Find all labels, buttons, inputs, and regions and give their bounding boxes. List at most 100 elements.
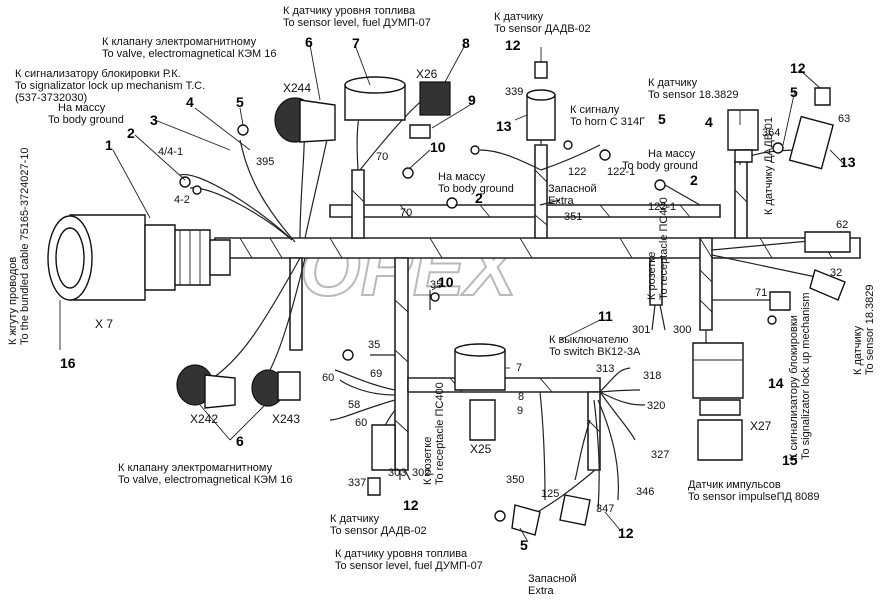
callout-5d: 5 bbox=[520, 537, 528, 553]
label-fuel-top-ru: К датчику уровня топлива bbox=[283, 5, 416, 17]
label-dadv-top-en: To sensor ДАДВ-02 bbox=[494, 23, 591, 35]
wire-395: 395 bbox=[256, 156, 274, 168]
label-ground1-en: To body ground bbox=[48, 114, 124, 126]
callout-10a: 10 bbox=[430, 139, 446, 155]
wire-4-4-1: 4/4-1 bbox=[158, 146, 183, 158]
label-s183829-right-ru: К датчику bbox=[852, 325, 864, 375]
label-ground3-en: To body ground bbox=[438, 183, 514, 195]
wire-327: 327 bbox=[651, 449, 669, 461]
wire-60b: 60 bbox=[355, 417, 367, 429]
wire-318: 318 bbox=[643, 370, 661, 382]
callout-4b: 4 bbox=[705, 114, 713, 130]
callout-1: 1 bbox=[105, 137, 113, 153]
label-spare1-ru: Запасной bbox=[548, 183, 597, 195]
wire-125: 125 bbox=[541, 488, 559, 500]
wire-300: 300 bbox=[673, 324, 691, 336]
lock-sensor-right bbox=[769, 291, 791, 311]
label-lock-right-ru: К сигнализатору блокировки bbox=[788, 315, 800, 460]
label-valve-top-en: To valve, electromagnetical КЭМ 16 bbox=[102, 48, 277, 60]
wire-58: 58 bbox=[348, 399, 360, 411]
callout-6a: 6 bbox=[305, 34, 313, 50]
wire-350: 350 bbox=[506, 474, 524, 486]
wire-number-labels: 339 395 70 70 4/4-1 4-2 122 122-1 122-1 … bbox=[158, 86, 850, 515]
label-ground2-ru: На массу bbox=[648, 148, 696, 160]
label-impulse-en: To sensor impulseПД 8089 bbox=[688, 491, 820, 503]
main-harness bbox=[214, 144, 861, 471]
callout-3: 3 bbox=[150, 112, 158, 128]
label-spare2-en: Extra bbox=[528, 585, 555, 597]
sensor-18-3829-right bbox=[809, 269, 846, 301]
label-dadv01-ru: К датчику ДАДВ-01 bbox=[763, 117, 775, 215]
wire-35b: 35 bbox=[368, 339, 380, 351]
callout-9: 9 bbox=[468, 92, 476, 108]
ring-terminals bbox=[179, 124, 784, 522]
dadv-sensor-top bbox=[526, 61, 556, 141]
wire-302: 302 bbox=[412, 467, 430, 479]
callout-5c: 5 bbox=[790, 84, 798, 100]
callout-7: 7 bbox=[352, 35, 360, 51]
wire-301: 301 bbox=[632, 324, 650, 336]
label-dadv-bottom-en: To sensor ДАДВ-02 bbox=[330, 525, 427, 537]
label-receptacle1-ru: К розетке bbox=[646, 252, 658, 300]
label-bundled-ru: К жгуту проводов bbox=[7, 257, 19, 345]
leader-lines bbox=[59, 44, 846, 543]
connector-x27 bbox=[692, 342, 744, 461]
wire-347: 347 bbox=[596, 503, 614, 515]
connector-label-x27: X27 bbox=[750, 419, 772, 433]
label-valve-bottom-ru: К клапану электромагнитному bbox=[118, 462, 273, 474]
connector-x243 bbox=[251, 369, 301, 407]
wire-122: 122 bbox=[568, 166, 586, 178]
wire-8: 8 bbox=[518, 391, 524, 403]
sensor-18-3829-top bbox=[727, 109, 759, 163]
callout-8: 8 bbox=[462, 35, 470, 51]
connector-labels: X 7 X244 X26 X242 X243 X25 X27 bbox=[95, 67, 772, 456]
wire-32: 32 bbox=[830, 267, 842, 279]
label-ground2-en: To body ground bbox=[622, 160, 698, 172]
wire-70a: 70 bbox=[376, 151, 388, 163]
wire-35a: 35 bbox=[430, 279, 442, 291]
label-bundled-en: To the bundled cable 75165-3724027-10 bbox=[19, 147, 31, 345]
label-lock-top-code: (537-3732030) bbox=[15, 92, 87, 104]
fuel-sensor-top bbox=[344, 76, 406, 121]
connector-label-x26: X26 bbox=[416, 67, 438, 81]
label-valve-bottom-en: To valve, electromagnetical КЭМ 16 bbox=[118, 474, 293, 486]
wire-122-1b: 122-1 bbox=[648, 201, 676, 213]
callout-14: 14 bbox=[768, 375, 784, 391]
callout-4a: 4 bbox=[186, 94, 194, 110]
wire-4-2: 4-2 bbox=[174, 194, 190, 206]
wire-313: 313 bbox=[596, 363, 614, 375]
callout-2b: 2 bbox=[475, 190, 483, 206]
label-lock-right-en: To signalizator lock up mechanism bbox=[800, 292, 812, 460]
label-horn-ru: К сигналу bbox=[570, 104, 620, 116]
elbow-sensor-bottom bbox=[511, 494, 591, 536]
wire-63: 63 bbox=[838, 113, 850, 125]
connector-x26 bbox=[409, 81, 451, 139]
wire-69: 69 bbox=[370, 368, 382, 380]
callout-2c: 2 bbox=[690, 172, 698, 188]
callout-10b: 10 bbox=[438, 274, 454, 290]
label-lock-top-ru: К сигнализатору блокировки Р.К. bbox=[15, 68, 181, 80]
annotation-labels: К датчику уровня топлива To sensor level… bbox=[7, 5, 876, 597]
wire-337: 337 bbox=[348, 477, 366, 489]
wire-7: 7 bbox=[516, 362, 522, 374]
label-impulse-ru: Датчик импульсов bbox=[688, 479, 781, 491]
label-fuel-bottom-ru: К датчику уровня топлива bbox=[335, 548, 468, 560]
label-ground1-ru: На массу bbox=[58, 102, 106, 114]
connector-x242 bbox=[176, 364, 236, 409]
connector-label-x25: X25 bbox=[470, 442, 492, 456]
label-dadv-top-ru: К датчику bbox=[494, 11, 544, 23]
callout-numbers: 1 2 2 2 3 4 4 5 5 5 5 6 6 7 8 9 10 10 11… bbox=[60, 34, 856, 553]
wire-62: 62 bbox=[836, 219, 848, 231]
callout-12b: 12 bbox=[790, 60, 806, 76]
callout-16: 16 bbox=[60, 355, 76, 371]
wire-303: 303 bbox=[388, 467, 406, 479]
label-receptacle2-ru: К розетке bbox=[422, 437, 434, 485]
wire-70b: 70 bbox=[400, 207, 412, 219]
connector-label-x243: X243 bbox=[272, 412, 300, 426]
wire-351: 351 bbox=[564, 211, 582, 223]
callout-13a: 13 bbox=[496, 118, 512, 134]
label-fuel-bottom-en: To sensor level, fuel ДУМП-07 bbox=[335, 560, 483, 572]
fuel-sensor-center bbox=[454, 343, 506, 441]
